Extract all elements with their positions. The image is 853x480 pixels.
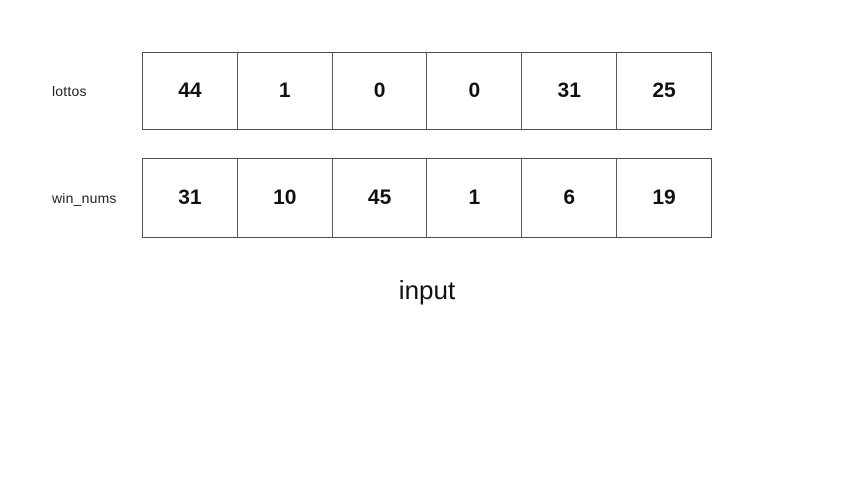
array-lottos-cell-3: 0 (427, 53, 523, 129)
array-win-nums-cell-5: 19 (652, 186, 676, 209)
array-win-nums-cell-4: 6 (522, 159, 618, 237)
array-lottos: 44 1 0 0 31 25 (142, 52, 712, 130)
array-lottos-cell-2: 0 (333, 53, 428, 129)
figure-caption: input (398, 274, 456, 305)
array-win-nums-cell-0: 31 (143, 159, 238, 237)
array-win-nums-cell-2: 45 (333, 159, 428, 237)
array-label-lottos: lottos (52, 83, 87, 99)
array-win-nums-cell-1: 10 (238, 159, 333, 237)
array-lottos-cell-5: 25 (652, 79, 676, 102)
array-lottos-cell-1: 1 (238, 53, 333, 129)
array-win-nums-cell-3: 1 (427, 159, 523, 237)
array-win-nums: 31 10 45 1 6 19 (142, 158, 712, 238)
array-label-win-nums: win_nums (52, 190, 117, 206)
array-lottos-cell-4: 31 (522, 53, 618, 129)
array-lottos-cell-0: 44 (143, 53, 238, 129)
